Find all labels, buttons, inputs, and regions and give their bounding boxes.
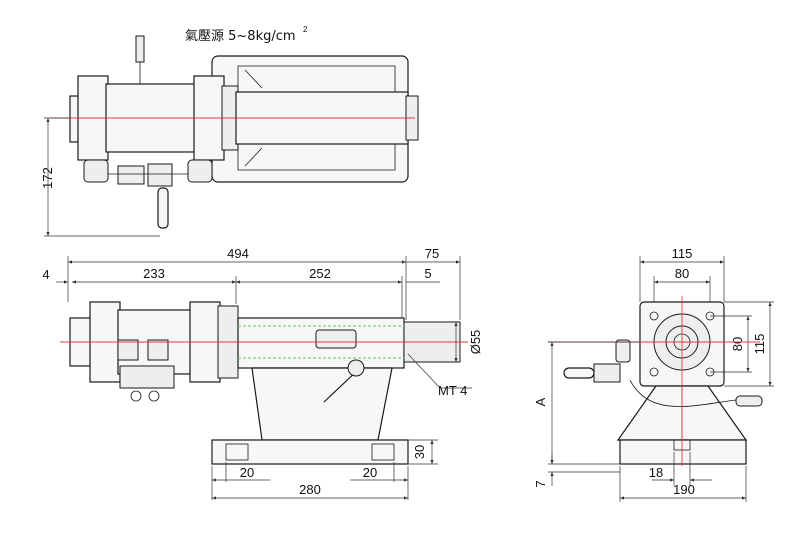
dim-18: 18 [649, 465, 663, 480]
label-mt4: MT 4 [438, 383, 467, 398]
dim-172: 172 [40, 167, 55, 189]
dim-30: 30 [412, 445, 427, 459]
side-valve-a [117, 339, 139, 361]
top-fitting-left [83, 159, 109, 183]
dim-front-80-right: 80 [730, 337, 745, 351]
side-lever-knob [347, 359, 365, 377]
dim-front-80-top: 80 [675, 266, 689, 281]
dim-front-115-top: 115 [672, 246, 693, 261]
dim-7: 7 [533, 480, 548, 487]
pressure-label: 氣壓源 5~8kg/cm [185, 29, 296, 44]
dim-dia-55: Ø55 [468, 330, 483, 355]
dim-75: 75 [425, 246, 439, 261]
dim-280: 280 [299, 482, 321, 497]
front-valve [593, 363, 621, 383]
front-fitting [615, 339, 631, 363]
dim-4: 4 [42, 267, 49, 282]
front-lever-handle [563, 367, 595, 379]
dim-252: 252 [309, 266, 331, 281]
top-valve-a [117, 165, 145, 185]
pressure-title: 氣壓源 5~8kg/cm 2 [185, 25, 308, 44]
dim-base-20-right: 20 [363, 465, 377, 480]
air-inlet-fitting [135, 35, 145, 63]
dim-a: A [533, 397, 548, 406]
front-view: 115 80 80 115 [533, 246, 774, 502]
top-fitting-right [187, 159, 213, 183]
front-base [619, 439, 747, 465]
dim-front-115-right: 115 [752, 334, 767, 355]
dim-base-20-left: 20 [240, 465, 254, 480]
dim-494: 494 [227, 246, 249, 261]
dim-190: 190 [673, 482, 695, 497]
side-view: 494 75 4 233 252 5 [42, 246, 483, 500]
top-lever-handle [157, 187, 169, 229]
front-hose-fitting [735, 395, 763, 407]
side-nameplate [315, 329, 357, 349]
dim-5: 5 [424, 266, 431, 281]
dim-233: 233 [143, 266, 165, 281]
top-valve-b [147, 163, 173, 187]
side-valve-block [119, 365, 175, 389]
top-view: 172 [40, 35, 419, 237]
side-valve-b [147, 339, 169, 361]
side-stand [251, 367, 393, 441]
pressure-unit-exponent: 2 [303, 25, 308, 34]
